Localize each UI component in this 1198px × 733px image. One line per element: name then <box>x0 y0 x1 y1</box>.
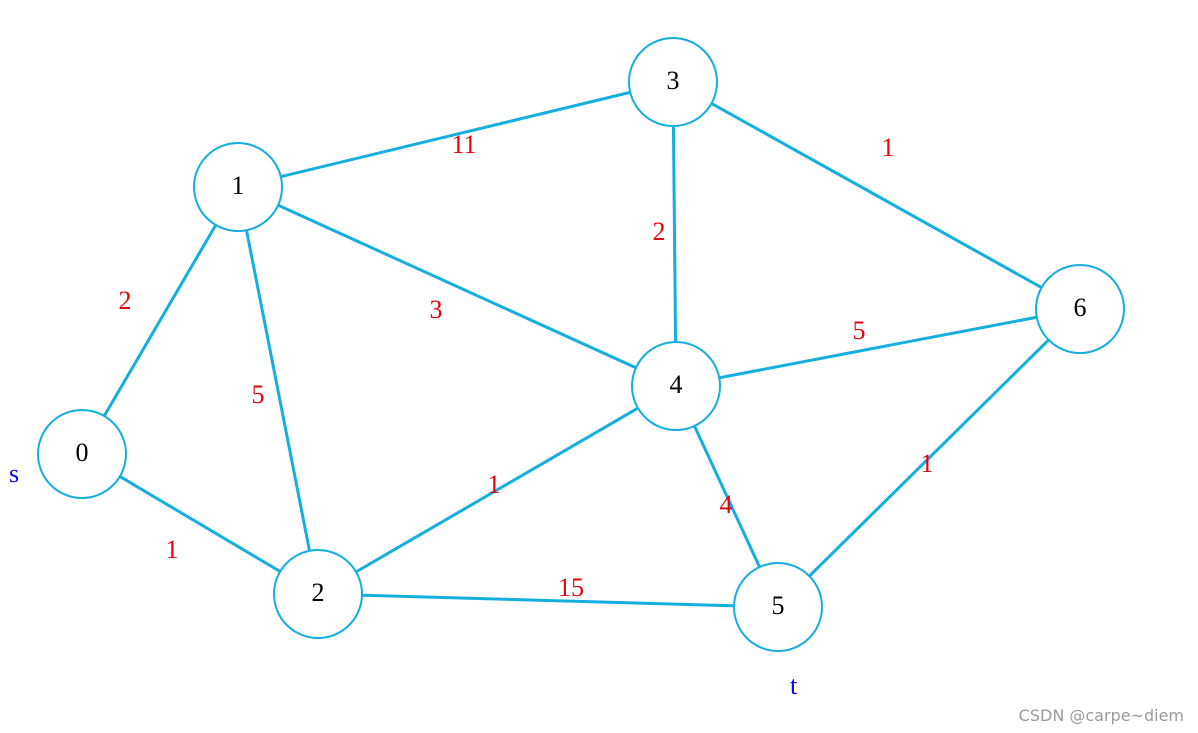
node-label-0: 0 <box>76 438 89 467</box>
edge-3-6 <box>672 80 1081 311</box>
edge-5-6 <box>776 307 1082 609</box>
node-label-4: 4 <box>670 370 683 399</box>
edge-weight-2-4: 1 <box>488 470 501 499</box>
node-label-3: 3 <box>667 66 680 95</box>
node-0: 0 <box>37 409 127 499</box>
edge-2-5 <box>317 592 779 609</box>
edge-weight-4-6: 5 <box>853 316 866 345</box>
node-label-6: 6 <box>1074 293 1087 322</box>
edge-0-1 <box>80 186 240 455</box>
node-6: 6 <box>1035 264 1125 354</box>
nodes-layer: 0 1 2 3 4 5 6 <box>37 37 1125 652</box>
edge-weight-2-5: 15 <box>558 573 584 602</box>
source-label: s <box>9 459 19 488</box>
node-circle-3 <box>628 37 718 127</box>
watermark: CSDN @carpe~diem <box>1018 706 1184 725</box>
edge-weight-4-5: 4 <box>720 490 733 519</box>
node-circle-5 <box>733 562 823 652</box>
edge-weight-3-4: 2 <box>653 217 666 246</box>
node-label-1: 1 <box>232 171 245 200</box>
edge-0-2 <box>81 452 319 596</box>
edge-1-3 <box>237 80 674 189</box>
node-circle-0 <box>37 409 127 499</box>
edge-weight-0-1: 2 <box>119 286 132 315</box>
edge-3-4 <box>671 81 678 387</box>
node-1: 1 <box>193 142 283 232</box>
node-circle-6 <box>1035 264 1125 354</box>
edge-weight-1-2: 5 <box>252 380 265 409</box>
node-circle-1 <box>193 142 283 232</box>
node-5: 5 <box>733 562 823 652</box>
edge-weight-0-2: 1 <box>166 535 179 564</box>
node-circle-2 <box>273 549 363 639</box>
node-2: 2 <box>273 549 363 639</box>
edge-2-4 <box>317 384 677 596</box>
node-4: 4 <box>631 341 721 431</box>
edge-4-6 <box>675 307 1081 388</box>
node-circle-4 <box>631 341 721 431</box>
node-3: 3 <box>628 37 718 127</box>
node-label-2: 2 <box>312 578 325 607</box>
sink-label: t <box>790 671 798 700</box>
edge-weight-5-6: 1 <box>921 449 934 478</box>
edge-weight-1-3: 11 <box>451 130 476 159</box>
edge-weight-1-4: 3 <box>430 295 443 324</box>
edge-weight-3-6: 1 <box>882 133 895 162</box>
node-label-5: 5 <box>772 591 785 620</box>
edge-1-4 <box>237 185 677 388</box>
edge-1-2 <box>236 186 320 595</box>
